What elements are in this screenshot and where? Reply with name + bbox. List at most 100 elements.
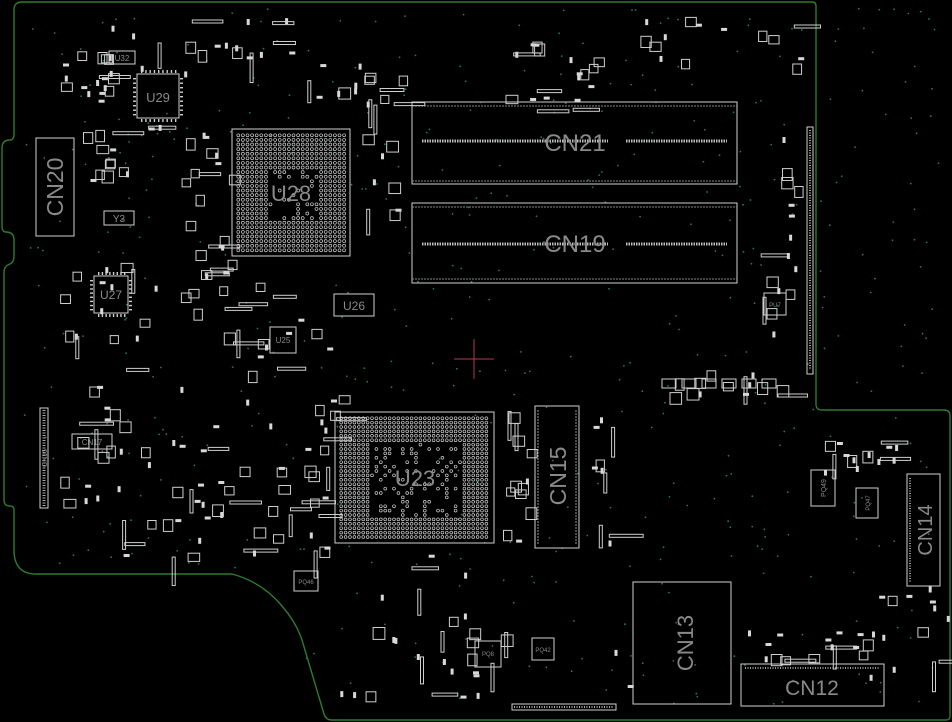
bga-ball bbox=[348, 504, 352, 508]
u28-label: U28 bbox=[271, 181, 311, 206]
bga-ball bbox=[414, 425, 418, 429]
bga-ball bbox=[328, 202, 333, 207]
bga-ball bbox=[357, 464, 361, 469]
bga-ball bbox=[440, 530, 445, 535]
bga-ball bbox=[357, 456, 361, 460]
via bbox=[72, 554, 75, 557]
bga-ball bbox=[268, 156, 273, 161]
smd-component bbox=[768, 35, 780, 45]
via bbox=[729, 526, 732, 529]
bga-ball bbox=[250, 211, 254, 216]
bga-ball bbox=[300, 234, 305, 239]
via bbox=[787, 533, 790, 536]
bga-ball bbox=[319, 225, 323, 230]
bga-ball bbox=[310, 179, 314, 184]
bga-ball bbox=[357, 495, 361, 500]
bga-ball bbox=[300, 230, 305, 234]
via bbox=[874, 277, 876, 280]
bga-ball bbox=[250, 220, 254, 225]
bga-ball bbox=[337, 239, 342, 243]
via bbox=[106, 422, 109, 425]
bga-ball bbox=[300, 147, 305, 151]
bga-ball bbox=[480, 456, 484, 460]
bga-ball bbox=[352, 478, 357, 482]
bga-ball bbox=[383, 526, 387, 530]
smd-component bbox=[476, 692, 480, 699]
bga-ball bbox=[361, 535, 365, 539]
bga-ball bbox=[282, 225, 287, 230]
via bbox=[909, 442, 912, 445]
bga-ball bbox=[241, 165, 245, 170]
cn20-label: CN20 bbox=[42, 158, 68, 217]
via bbox=[432, 288, 435, 290]
bga-ball bbox=[328, 161, 333, 165]
bga-ball bbox=[475, 425, 480, 429]
bga-ball bbox=[387, 429, 392, 434]
smd-component bbox=[104, 406, 111, 410]
chip-pin bbox=[90, 292, 93, 294]
smd-component bbox=[198, 537, 202, 544]
via bbox=[336, 425, 339, 428]
bga-ball bbox=[314, 174, 319, 179]
bga-ball bbox=[259, 230, 264, 234]
u23-bga: U23 bbox=[334, 411, 495, 544]
bga-ball bbox=[467, 460, 471, 464]
bga-ball bbox=[300, 243, 305, 248]
bga-ball bbox=[241, 248, 245, 253]
bga-ball bbox=[449, 530, 453, 535]
bga-ball bbox=[282, 216, 287, 220]
bga-ball bbox=[250, 248, 254, 253]
bga-ball bbox=[305, 161, 310, 165]
bga-ball bbox=[305, 239, 310, 243]
smd-component bbox=[89, 386, 100, 398]
bga-ball bbox=[339, 535, 343, 539]
smd-component bbox=[64, 75, 68, 82]
via bbox=[913, 238, 916, 241]
bga-ball bbox=[300, 239, 305, 243]
via bbox=[625, 59, 627, 62]
bga-ball bbox=[245, 147, 250, 151]
bga-ball bbox=[445, 530, 449, 535]
bga-ball bbox=[361, 513, 365, 517]
bga-ball bbox=[337, 147, 342, 151]
smd-component bbox=[101, 77, 108, 81]
bga-ball bbox=[323, 179, 328, 184]
bga-ball bbox=[361, 438, 365, 442]
bga-ball bbox=[387, 416, 392, 420]
via bbox=[248, 112, 251, 114]
bga-ball bbox=[445, 478, 449, 482]
bga-ball bbox=[337, 230, 342, 234]
via bbox=[531, 575, 533, 578]
bga-ball bbox=[245, 156, 250, 161]
via bbox=[46, 521, 48, 524]
via bbox=[520, 351, 522, 353]
cn21-slot: CN21 bbox=[411, 101, 738, 185]
smd-component bbox=[569, 57, 573, 64]
smd-component bbox=[588, 85, 595, 89]
bga-ball bbox=[277, 243, 282, 248]
smd-component bbox=[836, 631, 843, 635]
bga-ball bbox=[453, 522, 458, 526]
bga-ball bbox=[282, 161, 287, 165]
bga-ball bbox=[291, 248, 296, 253]
via bbox=[108, 156, 110, 159]
smd-component bbox=[77, 437, 90, 449]
bga-ball bbox=[328, 216, 333, 220]
via bbox=[855, 620, 858, 622]
smd-component bbox=[765, 643, 772, 646]
smd-component bbox=[220, 512, 224, 518]
bga-ball bbox=[287, 230, 291, 234]
via bbox=[617, 164, 619, 167]
bga-ball bbox=[296, 147, 300, 151]
smd-component bbox=[247, 370, 258, 384]
bga-ball bbox=[273, 225, 277, 230]
bga-ball bbox=[333, 170, 337, 174]
bga-ball bbox=[323, 193, 328, 197]
smd-component bbox=[428, 554, 435, 558]
via bbox=[852, 515, 855, 518]
bga-ball bbox=[387, 522, 392, 526]
smd-component bbox=[706, 370, 717, 382]
via bbox=[727, 520, 729, 523]
bga-ball bbox=[352, 442, 357, 447]
bga-ball bbox=[357, 460, 361, 464]
